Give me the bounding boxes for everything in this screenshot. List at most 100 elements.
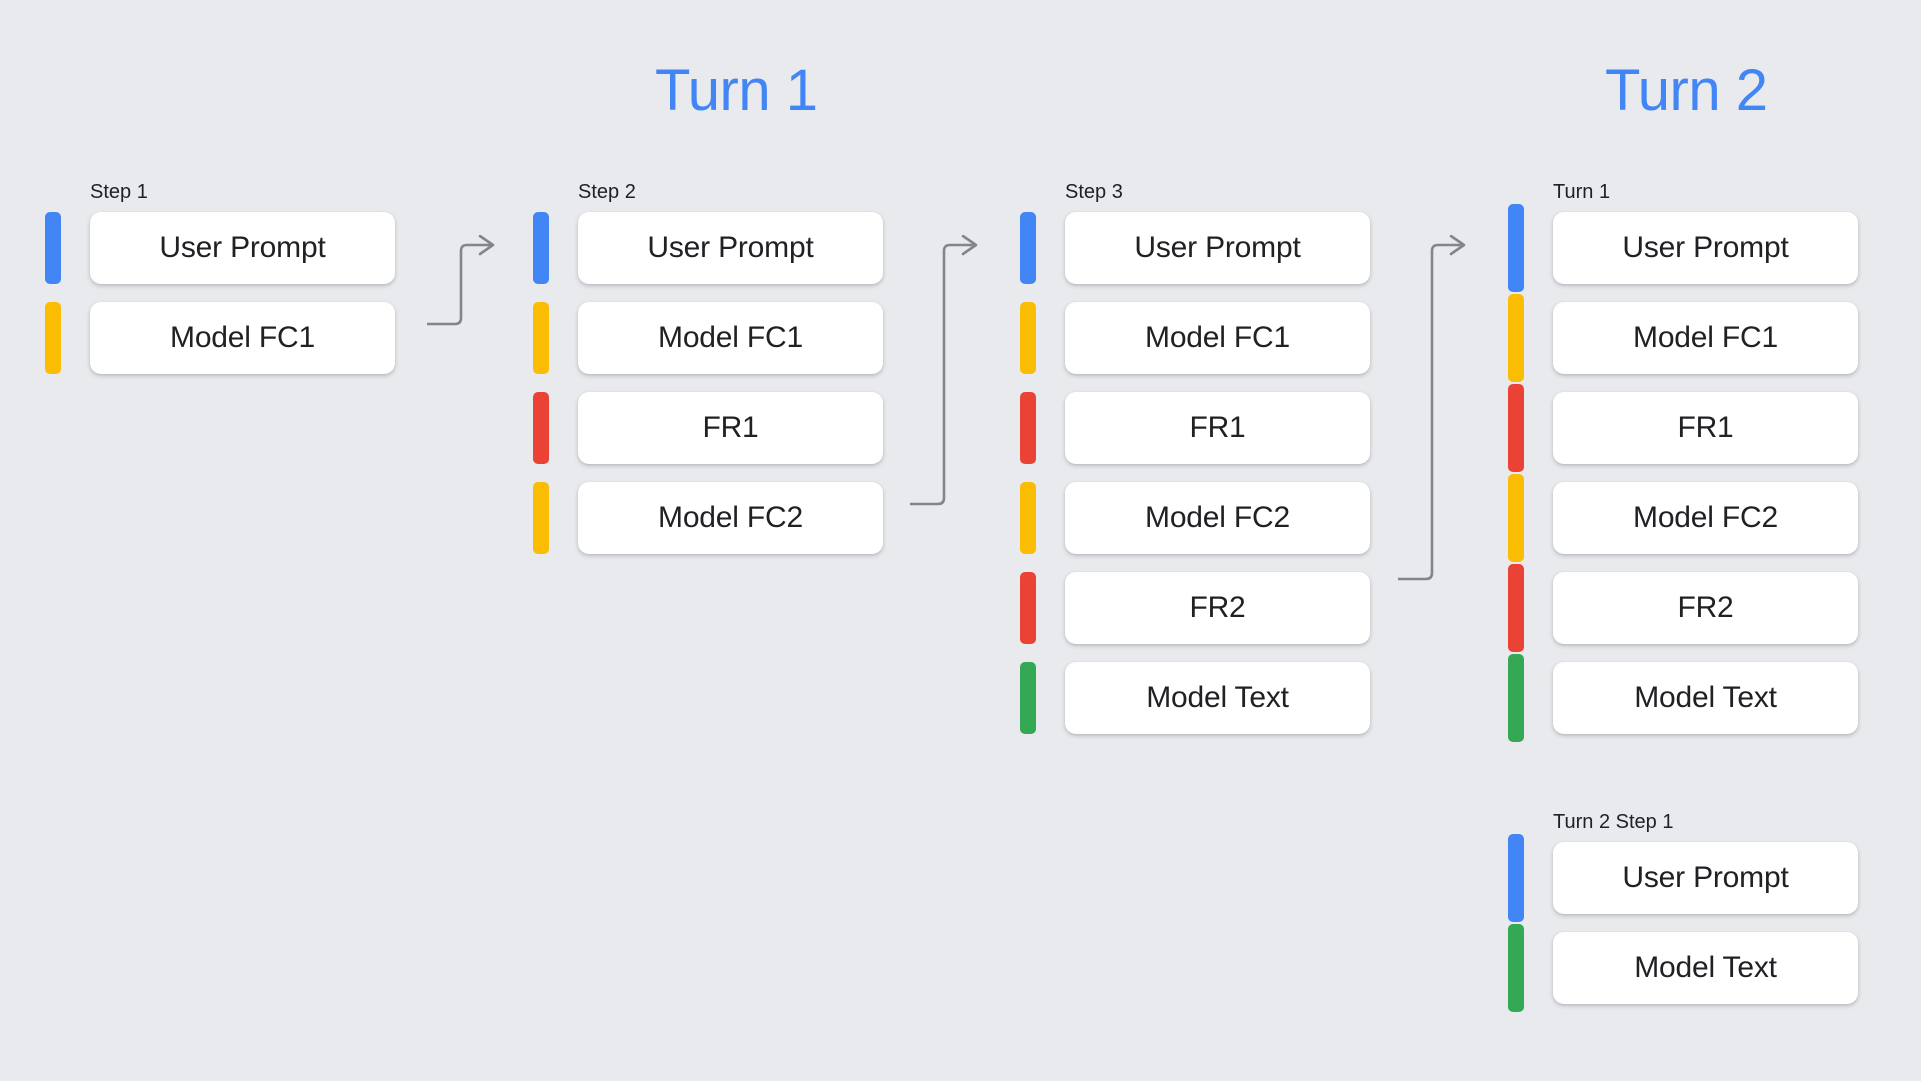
message-card: FR2 [1065,572,1370,644]
message-card-label: User Prompt [1622,861,1789,894]
role-color-chip-model-fc [1020,482,1036,554]
connector-line [910,243,975,506]
message-card-label: FR1 [1189,411,1246,444]
message-card: Model FC1 [1065,302,1370,374]
message-card-label: User Prompt [1622,231,1789,264]
message-card: Model FC1 [1553,302,1858,374]
message-row: FR1 [1020,392,1370,464]
message-row: User Prompt [1508,834,1858,922]
role-color-chip-function-response [1020,572,1036,644]
role-color-chip-model-text [1020,662,1036,734]
message-card-label: Model Text [1146,681,1289,714]
message-card-label: FR2 [1677,591,1734,624]
message-card-label: FR1 [1677,411,1734,444]
connector-path [910,235,978,506]
message-card-label: Model Text [1634,681,1777,714]
message-card: Model FC1 [578,302,883,374]
message-card-label: FR1 [702,411,759,444]
role-color-chip-model-text [1508,924,1524,1012]
connector-arrowhead-icon [1449,235,1466,256]
turn-2-heading: Turn 2 [1605,58,1768,123]
connector-arrowhead-icon [961,235,978,256]
column-label: Turn 1 [1553,181,1611,203]
column-label: Step 2 [578,181,636,203]
connector-arrowhead-icon [478,235,495,256]
column-label: Step 3 [1065,181,1123,203]
connector-line [427,243,492,326]
connector-step2-to-step3-arrow [908,235,983,510]
role-color-chip-user-prompt [1508,204,1524,292]
message-row: Model FC1 [45,302,395,374]
message-row: User Prompt [45,212,395,284]
message-row: Model Text [1508,654,1858,742]
role-color-chip-function-response [1508,384,1524,472]
message-row: Model FC1 [533,302,883,374]
message-card: Model Text [1065,662,1370,734]
message-card-label: FR2 [1189,591,1246,624]
message-row: FR2 [1508,564,1858,652]
role-color-chip-user-prompt [533,212,549,284]
message-card-label: Model FC1 [170,321,315,354]
message-card-label: User Prompt [647,231,814,264]
message-card: User Prompt [1553,212,1858,284]
role-color-chip-user-prompt [45,212,61,284]
message-card: Model FC2 [1553,482,1858,554]
message-row: User Prompt [1020,212,1370,284]
role-color-chip-model-fc [1020,302,1036,374]
role-color-chip-function-response [533,392,549,464]
message-card-label: Model FC1 [658,321,803,354]
message-card-label: Model FC1 [1145,321,1290,354]
message-card-label: Model FC2 [1145,501,1290,534]
message-card: Model FC1 [90,302,395,374]
message-card: Model FC2 [1065,482,1370,554]
connector-path [427,235,495,326]
role-color-chip-model-fc [45,302,61,374]
message-row: Model FC1 [1508,294,1858,382]
message-row: Model FC2 [1508,474,1858,562]
connector-line [1398,243,1463,581]
connector-step3-to-turn2-arrow [1396,235,1471,585]
message-card-label: Model Text [1634,951,1777,984]
message-card: FR1 [1553,392,1858,464]
message-card: User Prompt [1553,842,1858,914]
message-row: Model FC1 [1020,302,1370,374]
message-row: Model FC2 [533,482,883,554]
role-color-chip-function-response [1508,564,1524,652]
message-card-label: User Prompt [1134,231,1301,264]
message-card: FR2 [1553,572,1858,644]
message-card-label: Model FC2 [658,501,803,534]
turn-1-heading: Turn 1 [655,58,818,123]
message-row: Model Text [1508,924,1858,1012]
message-row: Model FC2 [1020,482,1370,554]
message-card: FR1 [578,392,883,464]
message-card: User Prompt [1065,212,1370,284]
role-color-chip-user-prompt [1508,834,1524,922]
message-row: FR1 [1508,384,1858,472]
column-label: Turn 2 Step 1 [1553,811,1674,833]
message-row: FR1 [533,392,883,464]
role-color-chip-model-fc [533,302,549,374]
message-card: Model Text [1553,932,1858,1004]
message-card: FR1 [1065,392,1370,464]
message-row: User Prompt [533,212,883,284]
message-row: Model Text [1020,662,1370,734]
message-card-label: User Prompt [159,231,326,264]
role-color-chip-model-fc [533,482,549,554]
role-color-chip-model-fc [1508,474,1524,562]
role-color-chip-function-response [1020,392,1036,464]
message-card-label: Model FC2 [1633,501,1778,534]
role-color-chip-model-fc [1508,294,1524,382]
message-card: Model Text [1553,662,1858,734]
message-card: User Prompt [90,212,395,284]
message-row: FR2 [1020,572,1370,644]
